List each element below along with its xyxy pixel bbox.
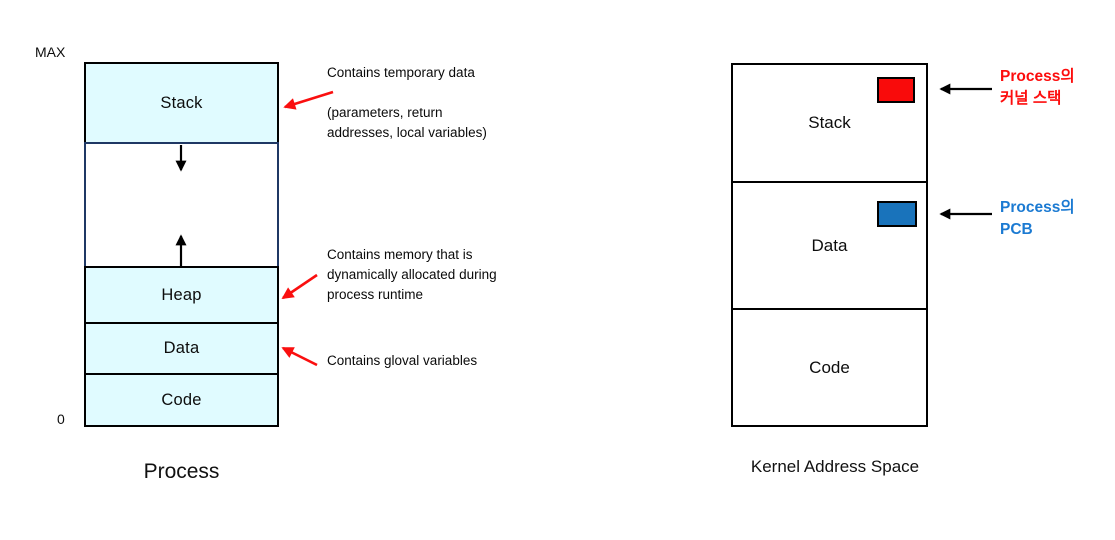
stack-annotation-arrow	[283, 90, 334, 110]
heap-annotation-arrow	[281, 273, 318, 300]
kernel-data-label: Data	[811, 235, 848, 255]
process-memory-column: Stack Heap Data Code	[84, 62, 279, 427]
pcb-callout-text: Process의 PCB	[1000, 199, 1075, 238]
data-annotation-text: Contains gloval variables	[327, 353, 478, 368]
process-growth-area	[84, 142, 279, 268]
kernel-code-section: Code	[731, 308, 928, 427]
max-address-label: MAX	[35, 44, 66, 60]
process-title: Process	[143, 460, 220, 483]
process-code-label: Code	[161, 390, 202, 409]
process-stack-section: Stack	[84, 62, 279, 144]
pcb-marker-box	[877, 201, 917, 227]
process-heap-section: Heap	[84, 266, 279, 324]
kernel-stack-callout-text: Process의 커널 스택	[1000, 68, 1075, 107]
kernel-stack-marker-box	[877, 77, 915, 103]
process-code-section: Code	[84, 373, 279, 427]
process-data-label: Data	[163, 339, 200, 357]
data-annotation-arrow	[281, 346, 318, 367]
stack-annotation-text: Contains temporary data (parameters, ret…	[327, 65, 487, 140]
heap-annotation-text: Contains memory that is dynamically allo…	[327, 247, 497, 302]
zero-address-label: 0	[57, 411, 65, 427]
process-stack-label: Stack	[160, 93, 203, 112]
process-data-section: Data	[84, 322, 279, 375]
kernel-title: Kernel Address Space	[750, 457, 920, 476]
process-heap-label: Heap	[161, 285, 202, 304]
kernel-stack-label: Stack	[808, 113, 851, 132]
kernel-code-label: Code	[809, 357, 850, 377]
kernel-memory-column: Stack Data Code	[731, 63, 928, 427]
